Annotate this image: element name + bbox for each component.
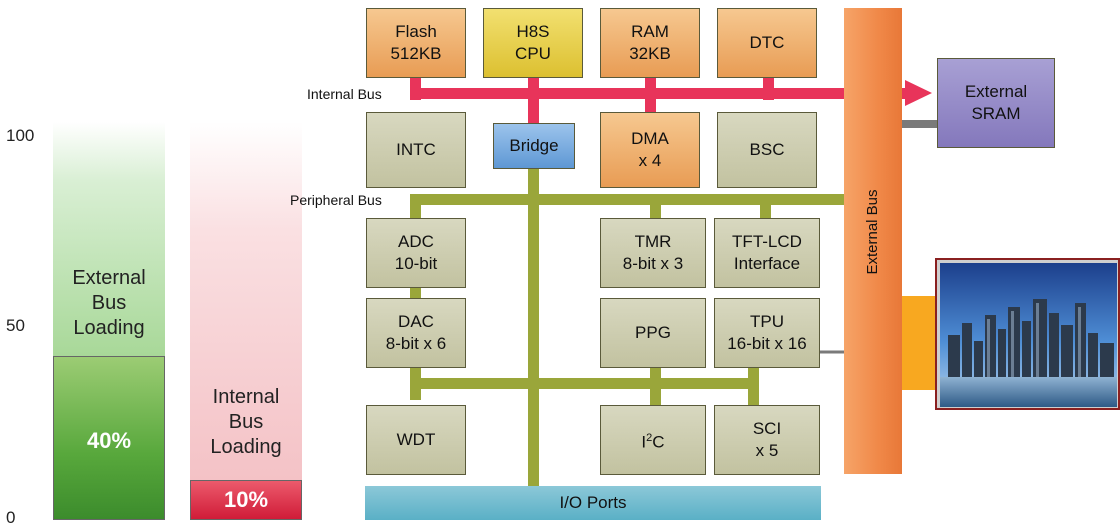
external-sram-block: External SRAM [937,58,1055,148]
adc-line2: 10-bit [394,254,438,273]
tft-lcd-block: TFT-LCD Interface [714,218,820,288]
lcd-display [935,258,1120,410]
i2c-i: I [641,432,647,452]
tft-lcd-line2: Interface [733,254,801,273]
external-loading-percent: 40% [86,428,132,453]
dtc-line1: DTC [749,33,785,52]
ram-block: RAM 32KB [600,8,700,78]
peripheral-bus-stub-tmr [650,194,661,218]
i2c-block: I2C [600,405,706,475]
ppg-line1: PPG [635,323,671,342]
intc-block: INTC [366,112,466,188]
peripheral-bus-stub-tft [760,194,771,218]
cpu-line1: H8S [516,22,550,41]
peripheral-bus-backbone-center [528,160,539,486]
internal-loading-label-line3: Loading [210,436,282,458]
i2c-c: C [652,432,665,452]
peripheral-bus-stub-sci [748,368,759,406]
io-ports-bar: I/O Ports [365,486,821,520]
axis-label-50: 50 [6,316,25,335]
i2c-superscript: 2 [646,431,653,444]
tpu-block: TPU 16-bit x 16 [714,298,820,368]
external-bus-label: External Bus [864,189,881,275]
internal-loading-label: Internal Bus Loading [190,385,302,460]
intc-line1: INTC [396,140,436,159]
axis-label-0: 0 [6,508,16,527]
dac-line1: DAC [398,312,434,331]
sci-block: SCI x 5 [714,405,820,475]
internal-bus-arrow [905,80,932,106]
external-sram-line2: SRAM [971,104,1021,123]
dac-line2: 8-bit x 6 [385,334,447,353]
cpu-line2: CPU [515,44,551,63]
tmr-line1: TMR [634,232,672,251]
external-loading-label-line1: External [72,267,146,289]
tft-lcd-line1: TFT-LCD [732,232,802,251]
wdt-block: WDT [366,405,466,475]
tmr-block: TMR 8-bit x 3 [600,218,706,288]
internal-loading-bar-background [190,122,302,482]
cpu-block: H8S CPU [483,8,583,78]
flash-line1: Flash [395,22,437,41]
internal-loading-bar-fill [190,480,302,520]
tmr-line2: 8-bit x 3 [622,254,684,273]
peripheral-bus-label: Peripheral Bus [290,192,382,208]
tpu-line1: TPU [750,312,784,331]
ram-line2: 32KB [629,44,671,63]
external-sram-line1: External [964,82,1028,101]
peripheral-bus-backbone-left [410,194,421,400]
external-loading-label: External Bus Loading [53,266,165,341]
external-bus-bar [844,8,902,474]
dac-block: DAC 8-bit x 6 [366,298,466,368]
peripheral-bus-stub-ppg [650,368,661,406]
external-loading-label-line3: Loading [73,317,145,339]
dma-line1: DMA [631,129,669,148]
peripheral-bus-lower-line [410,378,758,389]
external-loading-bar-fill [53,356,165,520]
adc-line1: ADC [398,232,434,251]
bridge-block: Bridge [493,123,575,169]
internal-loading-percent: 10% [223,487,269,512]
flash-line2: 512KB [390,44,442,63]
city-skyline-image [940,263,1117,407]
io-ports-label: I/O Ports [559,493,627,512]
wdt-line1: WDT [396,430,436,449]
sci-line2: x 5 [755,441,779,460]
dma-block: DMA x 4 [600,112,700,188]
external-bus-lcd-connector [902,296,938,390]
tpu-line2: 16-bit x 16 [727,334,807,353]
bsc-line1: BSC [749,140,785,159]
bridge-line1: Bridge [509,136,559,155]
internal-bus-line [410,88,910,99]
internal-loading-label-line1: Internal [212,386,280,408]
i2c-line1: I2C [641,427,664,454]
internal-loading-label-line2: Bus [228,411,264,433]
internal-bus-stub-cpu [528,78,539,124]
ram-line1: RAM [631,22,669,41]
axis-label-100: 100 [6,126,35,145]
external-loading-label-line2: Bus [91,292,127,314]
external-loading-bar-background [53,122,165,357]
internal-bus-label: Internal Bus [307,86,382,102]
dma-line2: x 4 [638,151,662,170]
ppg-block: PPG [600,298,706,368]
dtc-block: DTC [717,8,817,78]
adc-block: ADC 10-bit [366,218,466,288]
peripheral-bus-line [410,194,844,205]
sci-line1: SCI [752,419,782,438]
flash-block: Flash 512KB [366,8,466,78]
bsc-block: BSC [717,112,817,188]
